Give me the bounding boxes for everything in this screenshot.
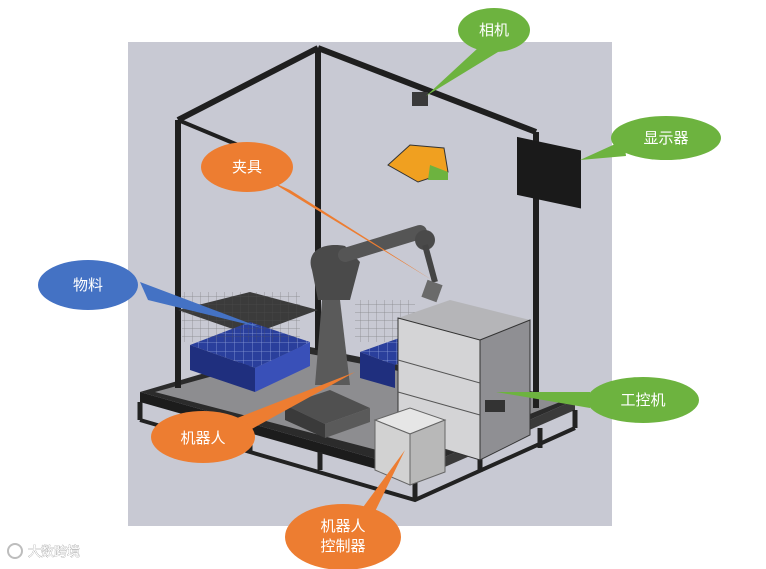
callout-robot-label: 机器人 [180, 429, 225, 447]
callout-fixture-label: 夹具 [232, 158, 262, 176]
callout-display-label: 显示器 [643, 129, 688, 147]
robot-pointer [232, 372, 355, 430]
display-panel [517, 136, 581, 209]
ipc-pointer [496, 392, 590, 408]
callout-material: 物料 [38, 260, 138, 310]
watermark-text: 大数跨境 [28, 545, 80, 560]
watermark-logo-icon [7, 543, 23, 559]
watermark: 大数跨境 [7, 543, 80, 560]
callout-camera: 相机 [458, 8, 530, 52]
callout-controller-label-line1: 机器人 [320, 517, 365, 535]
callout-display: 显示器 [611, 116, 721, 160]
callout-camera-label: 相机 [479, 21, 509, 39]
callout-ipc: 工控机 [587, 377, 699, 423]
callout-controller-label-line2: 控制器 [320, 537, 365, 555]
camera-device [412, 92, 428, 106]
callout-controller: 机器人 控制器 [285, 504, 401, 569]
robot-controller-box [373, 407, 447, 486]
callout-robot: 机器人 [151, 411, 255, 463]
callout-fixture: 夹具 [201, 142, 293, 192]
callout-material-label: 物料 [73, 276, 103, 294]
callout-ipc-label: 工控机 [620, 391, 665, 409]
material-pointer [140, 282, 262, 328]
fixture-pointer [268, 180, 432, 280]
camera-pointer [426, 48, 498, 96]
